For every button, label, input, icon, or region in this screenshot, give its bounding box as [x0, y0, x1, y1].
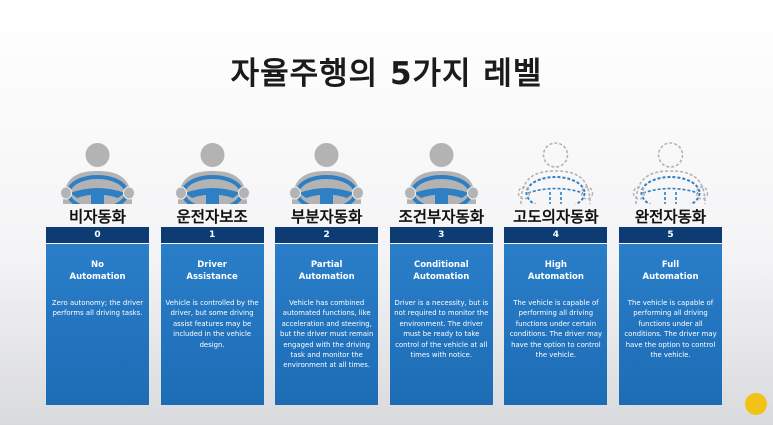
- channel-logo-icon: [745, 393, 767, 415]
- level-card: Conditional Automation Driver is a neces…: [389, 244, 493, 405]
- level-description: Driver is a necessity, but is not requir…: [394, 299, 489, 360]
- level-description: The vehicle is capable of performing all…: [624, 299, 717, 360]
- level-title: High Automation: [527, 260, 584, 282]
- level-number: 2: [275, 227, 379, 243]
- level-name: 고도의자동화: [513, 208, 599, 226]
- level-card: Partial Automation Vehicle has combined …: [275, 244, 379, 405]
- level-card: Driver Assistance Vehicle is controlled …: [160, 244, 264, 405]
- level-5: 완전자동화 5 Full Automation The vehicle is c…: [619, 138, 722, 405]
- level-title: Partial Automation: [298, 260, 355, 282]
- level-2: 부분자동화 2 Partial Automation Vehicle has c…: [275, 138, 379, 405]
- level-description: The vehicle is capable of performing all…: [509, 299, 603, 360]
- level-name: 완전자동화: [634, 208, 707, 226]
- level-name: 운전자보조: [176, 208, 248, 226]
- level-name: 비자동화: [68, 208, 127, 226]
- level-number: 3: [389, 227, 493, 243]
- level-4: 고도의자동화 4 High Automation The vehicle is …: [504, 138, 608, 405]
- level-name: 부분자동화: [291, 208, 363, 226]
- driver-dashed-icon: [504, 138, 607, 204]
- level-3: 조건부자동화 3 Conditional Automation Driver i…: [389, 138, 493, 405]
- driver-solid-icon: [46, 138, 149, 204]
- level-name: 조건부자동화: [398, 208, 485, 226]
- level-number: 1: [160, 227, 264, 243]
- level-description: Vehicle is controlled by the driver, but…: [165, 299, 259, 349]
- level-card: High Automation The vehicle is capable o…: [504, 244, 608, 405]
- driver-dashed-icon: [619, 138, 722, 204]
- level-number: 0: [46, 227, 149, 243]
- level-title: Driver Assistance: [186, 260, 238, 282]
- level-title: Full Automation: [642, 260, 699, 282]
- automation-levels: 비자동화 0 No Automation Zero autonomy; the …: [46, 138, 722, 405]
- driver-solid-icon: [390, 138, 493, 204]
- driver-solid-icon: [275, 138, 378, 204]
- driver-solid-icon: [161, 138, 264, 204]
- level-number: 4: [504, 227, 608, 243]
- level-number: 5: [619, 227, 722, 243]
- level-description: Zero autonomy; the driver performs all d…: [51, 299, 144, 318]
- slide-title: 자율주행의 5가지 레벨: [230, 56, 543, 92]
- level-title: Conditional Automation: [413, 260, 470, 282]
- level-0: 비자동화 0 No Automation Zero autonomy; the …: [46, 138, 149, 405]
- level-card: No Automation Zero autonomy; the driver …: [46, 244, 149, 405]
- level-title: No Automation: [69, 260, 126, 282]
- level-description: Vehicle has combined automated functions…: [280, 299, 374, 370]
- level-1: 운전자보조 1 Driver Assistance Vehicle is con…: [160, 138, 264, 405]
- level-card: Full Automation The vehicle is capable o…: [619, 244, 722, 405]
